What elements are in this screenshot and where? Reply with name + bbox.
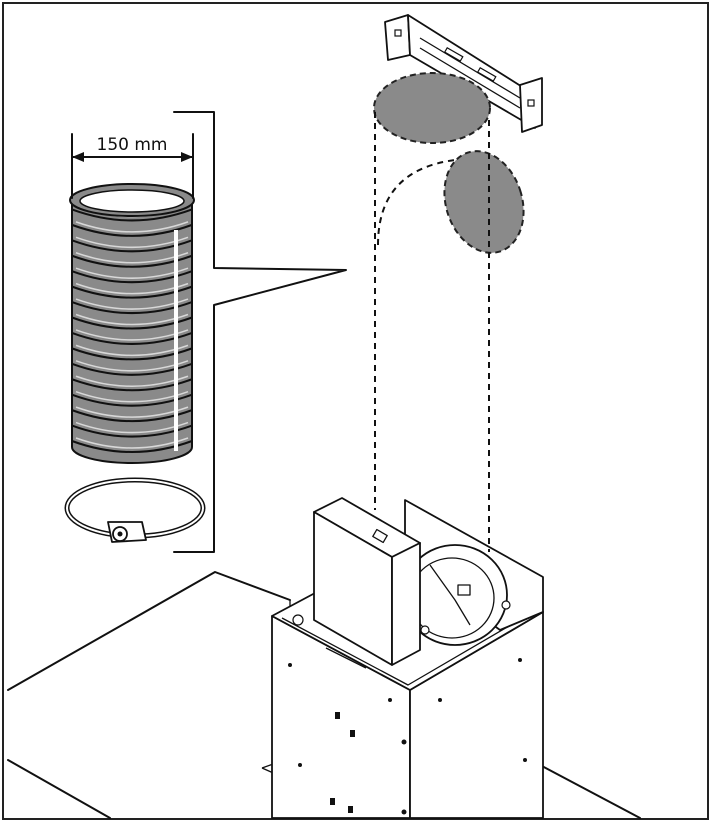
flexible-duct (69, 183, 195, 464)
duct-ridge (71, 270, 193, 284)
duct-ridge (71, 362, 193, 376)
duct-ridge (71, 440, 193, 453)
duct-guide-lines (374, 112, 490, 552)
duct-ridge (71, 393, 193, 407)
duct-ridge (71, 424, 193, 438)
duct-ridge (71, 378, 193, 392)
duct-ridge (71, 316, 193, 330)
duct-outlet-vertical (373, 72, 491, 144)
duct-ridge (71, 409, 193, 423)
duct-outlet-side (443, 150, 525, 254)
duct-body (71, 199, 193, 464)
duct-ridge (71, 208, 193, 222)
duct-ridge (71, 254, 193, 268)
duct-opening (79, 189, 185, 213)
dimension-marker: 150 mm (71, 133, 194, 199)
wall-bracket (384, 14, 543, 133)
duct-ridge-highlight (75, 221, 189, 233)
callout-bracket (173, 111, 347, 553)
duct-ridge (71, 285, 193, 299)
motor-housing (271, 497, 544, 819)
duct-ridge (71, 301, 193, 315)
duct-width-label: 150 mm (97, 135, 168, 155)
duct-ridge (71, 347, 193, 361)
duct-ridge (71, 223, 193, 237)
duct-ridge (71, 331, 193, 345)
duct-ridge (71, 239, 193, 253)
hose-clamp (64, 477, 206, 543)
